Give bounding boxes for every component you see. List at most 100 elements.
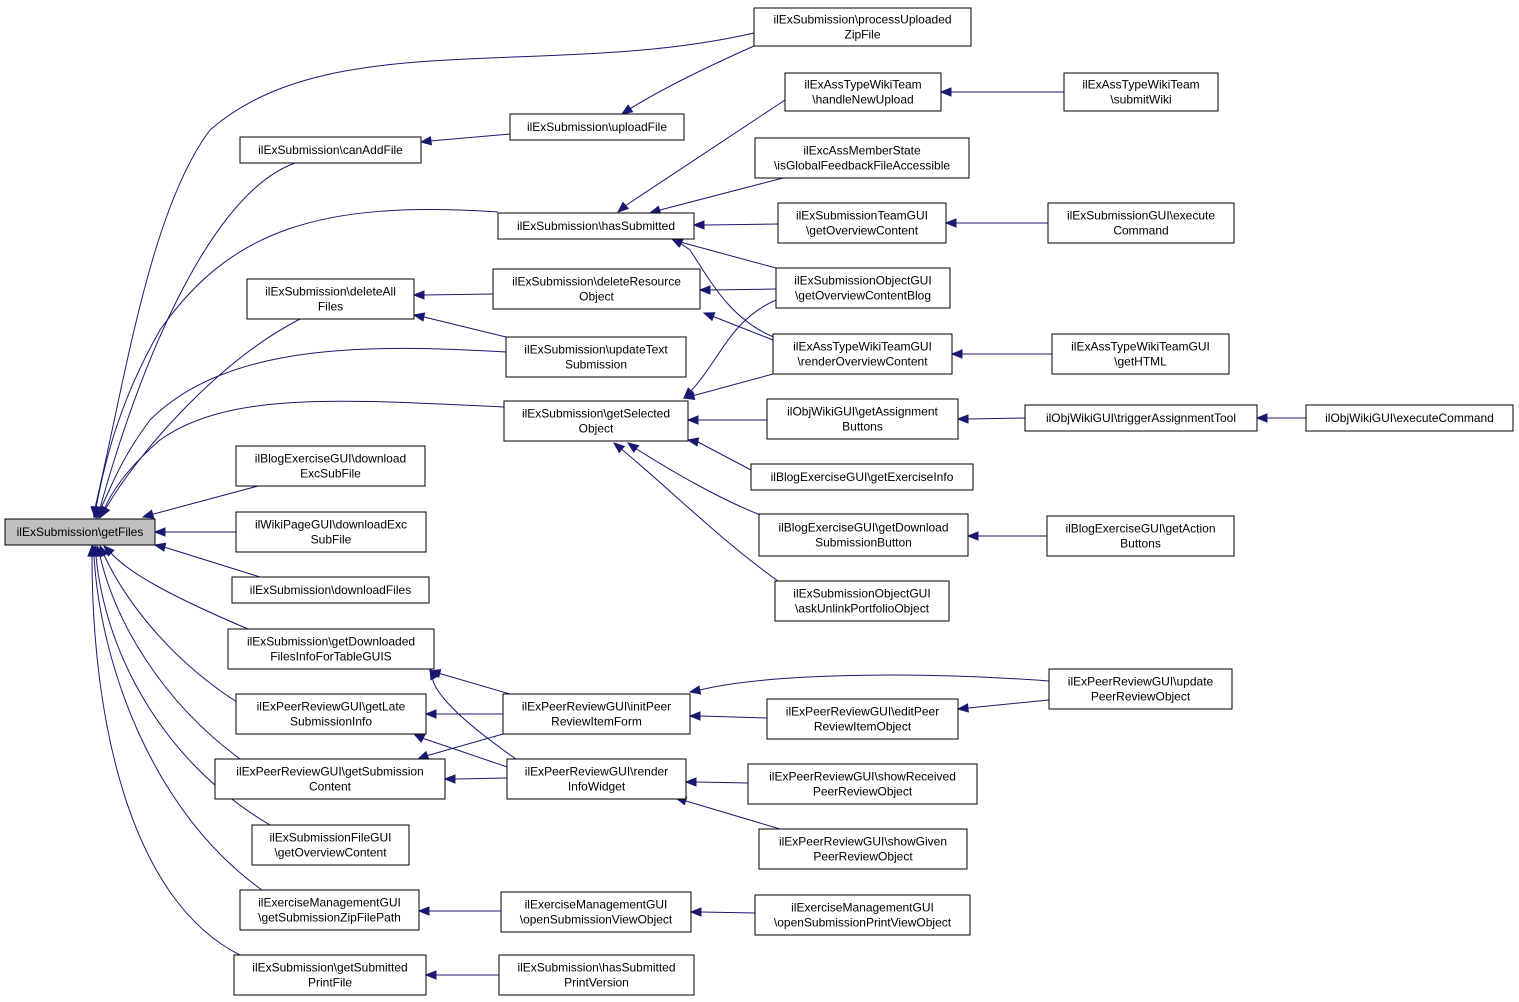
function-node[interactable]: ilExAssTypeWikiTeam\submitWiki — [1063, 72, 1219, 112]
function-node[interactable]: ilExSubmission\canAddFile — [239, 136, 422, 164]
function-node[interactable]: ilExSubmission\hasSubmitted — [497, 212, 695, 240]
node-label: Object — [579, 290, 614, 304]
node-label: ilExAssTypeWikiTeamGUI — [793, 340, 932, 354]
node-label: ilExPeerReviewGUI\showReceived — [769, 770, 956, 784]
call-edge — [659, 177, 784, 211]
node-label: ilExPeerReviewGUI\getSubmission — [236, 765, 423, 779]
node-label: ilExSubmission\getSubmitted — [252, 961, 407, 975]
node-box — [235, 693, 427, 735]
function-node[interactable]: ilExAssTypeWikiTeamGUI\renderOverviewCon… — [772, 333, 953, 375]
function-node[interactable]: ilExPeerReviewGUI\showGivenPeerReviewObj… — [758, 828, 968, 870]
node-label: ilExSubmission\downloadFiles — [250, 583, 411, 597]
node-label: \handleNewUpload — [812, 93, 913, 107]
node-label: ilObjWikiGUI\triggerAssignmentTool — [1046, 411, 1236, 425]
arrowhead — [966, 531, 979, 541]
arrowhead — [956, 703, 969, 713]
function-node[interactable]: ilExerciseManagementGUI\openSubmissionPr… — [754, 894, 971, 936]
call-edge — [967, 417, 1026, 420]
arrowhead — [87, 544, 97, 557]
arrowhead — [100, 505, 111, 519]
node-box — [753, 7, 972, 47]
function-node[interactable]: ilExSubmissionObjectGUI\getOverviewConte… — [775, 267, 951, 309]
edge-stub — [425, 755, 428, 757]
node-label: \openSubmissionPrintViewObject — [774, 916, 952, 930]
function-node[interactable]: ilExSubmissionTeamGUI\getOverviewContent — [777, 202, 947, 244]
function-node[interactable]: ilExSubmissionObjectGUI\askUnlinkPortfol… — [774, 580, 950, 622]
node-box — [1048, 668, 1233, 710]
arrowhead — [153, 527, 166, 537]
arrowhead — [939, 87, 952, 97]
function-node[interactable]: ilExSubmissionGUI\executeCommand — [1047, 202, 1235, 244]
call-edge — [689, 299, 777, 393]
node-label: ilBlogExerciseGUI\getExerciseInfo — [771, 470, 954, 484]
edge-stub — [624, 205, 626, 207]
node-box — [766, 698, 959, 740]
root-function-node[interactable]: ilExSubmission\getFiles — [4, 518, 156, 546]
call-edge — [99, 347, 507, 511]
node-label: ilBlogExerciseGUI\download — [255, 452, 406, 466]
function-node[interactable]: ilExPeerReviewGUI\editPeerReviewItemObje… — [766, 698, 959, 740]
arrowhead — [688, 711, 701, 721]
node-box — [251, 824, 410, 866]
node-label: \getSubmissionZipFilePath — [258, 911, 401, 925]
call-edge — [103, 554, 241, 705]
call-edge — [423, 316, 507, 338]
node-box — [1063, 72, 1219, 112]
node-box — [775, 267, 951, 309]
edge-stub — [634, 447, 637, 450]
call-edge — [627, 45, 755, 111]
node-label: ExcSubFile — [300, 467, 361, 481]
node-label: ilExPeerReviewGUI\update — [1068, 675, 1214, 689]
node-label: ilExSubmission\hasSubmitted — [517, 219, 675, 233]
arrowhead — [424, 970, 437, 980]
function-node[interactable]: ilExAssTypeWikiTeam\handleNewUpload — [784, 72, 942, 112]
call-edge — [967, 699, 1050, 709]
call-edge — [95, 209, 499, 509]
node-label: ilExcAssMemberState — [803, 144, 921, 158]
function-node[interactable]: ilExAssTypeWikiTeamGUI\getHTML — [1051, 333, 1230, 375]
function-node[interactable]: ilObjWikiGUI\executeCommand — [1305, 404, 1514, 432]
function-node[interactable]: ilBlogExerciseGUI\getDownloadSubmissionB… — [758, 513, 969, 557]
node-label: Object — [579, 422, 614, 436]
function-node[interactable]: ilExSubmission\uploadFile — [509, 113, 685, 141]
node-label: \askUnlinkPortfolioObject — [795, 602, 930, 616]
function-node[interactable]: ilExSubmissionFileGUI\getOverviewContent — [251, 824, 410, 866]
node-label: ilExPeerReviewGUI\render — [525, 765, 668, 779]
node-label: ilExSubmission\hasSubmitted — [517, 961, 675, 975]
node-label: \openSubmissionViewObject — [520, 913, 673, 927]
function-node[interactable]: ilExerciseManagementGUI\openSubmissionVi… — [500, 891, 692, 933]
function-node[interactable]: ilExcAssMemberState\isGlobalFeedbackFile… — [754, 137, 970, 179]
function-node[interactable]: ilExPeerReviewGUI\showReceivedPeerReview… — [747, 763, 978, 805]
edge-stub — [627, 108, 631, 111]
arrowhead — [424, 709, 437, 719]
function-node[interactable]: ilExerciseManagementGUI\getSubmissionZip… — [239, 889, 420, 931]
node-label: Files — [318, 300, 343, 314]
call-edge — [421, 737, 517, 771]
node-label: InfoWidget — [568, 780, 626, 794]
node-box — [233, 954, 427, 996]
function-node[interactable]: ilObjWikiGUI\triggerAssignmentTool — [1024, 404, 1258, 432]
node-label: \isGlobalFeedbackFileAccessible — [774, 159, 950, 173]
function-node[interactable]: ilBlogExerciseGUI\getExerciseInfo — [750, 463, 974, 491]
function-node[interactable]: ilExSubmission\getDownloadedFilesInfoFor… — [227, 628, 435, 670]
call-edge — [691, 373, 774, 397]
function-node[interactable]: ilExSubmission\downloadFiles — [231, 576, 430, 604]
node-label: ilExSubmissionObjectGUI — [794, 274, 931, 288]
node-label: ilObjWikiGUI\getAssignment — [787, 405, 938, 419]
